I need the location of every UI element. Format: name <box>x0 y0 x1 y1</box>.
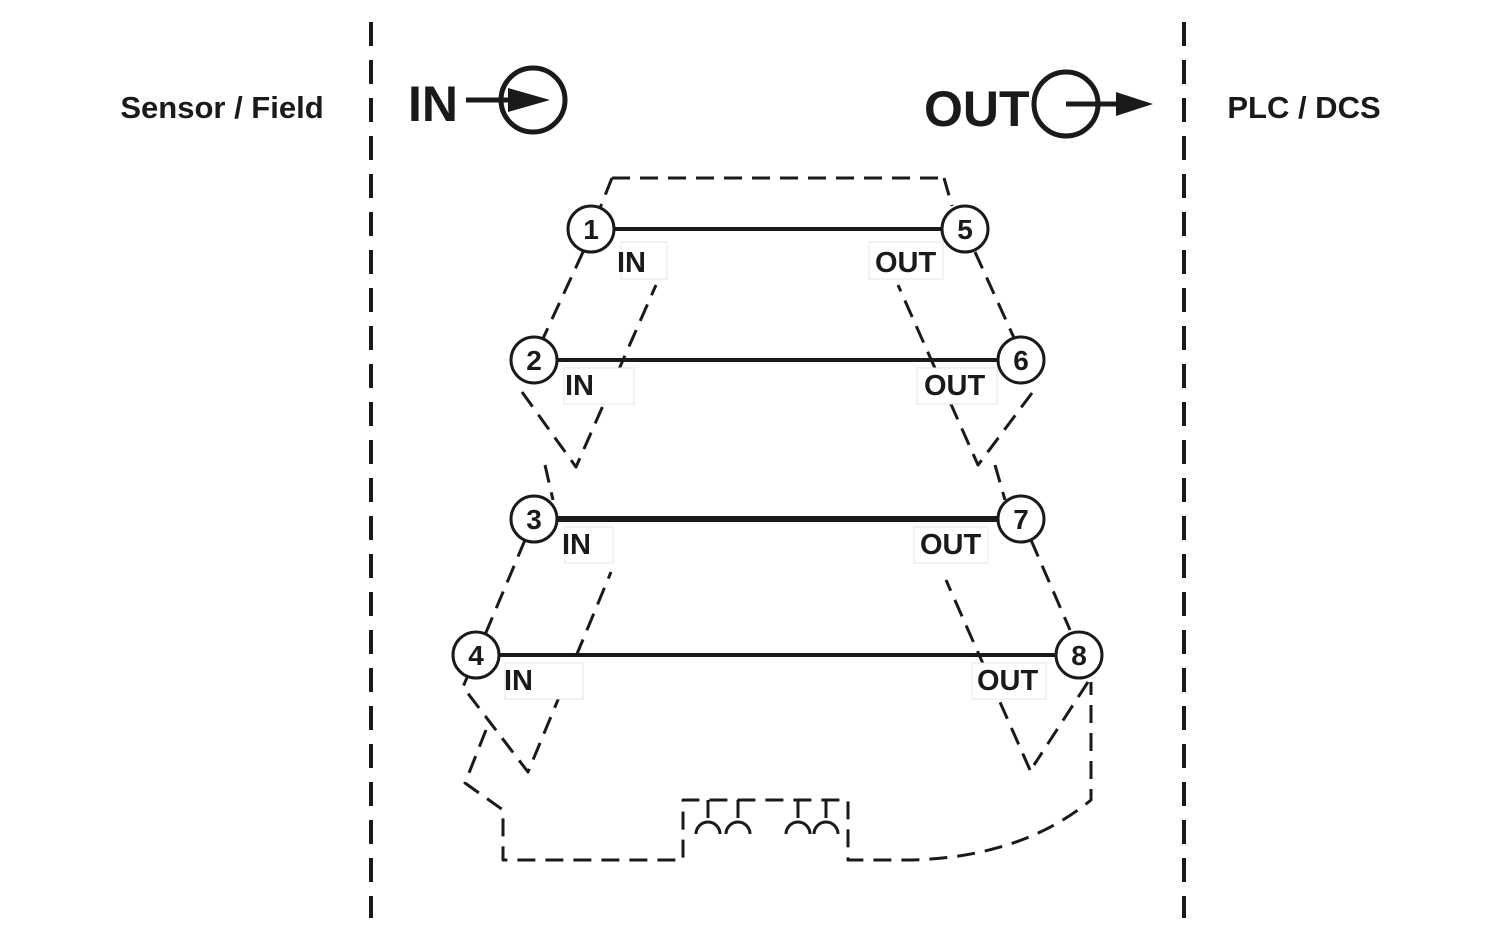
terminal-3: 3 <box>509 494 559 544</box>
terminal-3-label: IN <box>562 529 591 561</box>
terminal-1: 1 <box>566 204 616 254</box>
din-rail-contacts-icon <box>694 800 840 835</box>
terminal-2-label: IN <box>565 370 594 402</box>
terminal-5-label: OUT <box>875 247 937 279</box>
terminal-4-label: IN <box>504 665 533 697</box>
terminal-number: 6 <box>1013 345 1029 376</box>
terminal-number: 8 <box>1071 640 1087 671</box>
terminal-8-label: OUT <box>977 665 1039 697</box>
terminal-8: 8 <box>1054 630 1104 680</box>
in-signal-label: IN <box>408 76 458 132</box>
terminal-5: 5 <box>940 204 990 254</box>
terminal-number: 2 <box>526 345 542 376</box>
sensor-field-label: Sensor / Field <box>120 90 323 125</box>
terminal-7: 7 <box>996 494 1046 544</box>
module-housing-outline <box>461 176 1093 862</box>
input-arrow-icon <box>466 65 568 135</box>
terminal-number: 1 <box>583 214 599 245</box>
plc-dcs-label: PLC / DCS <box>1227 90 1380 125</box>
terminal-6-label: OUT <box>924 370 986 402</box>
terminal-number: 5 <box>957 214 973 245</box>
terminal-4: 4 <box>451 630 501 680</box>
terminal-number: 3 <box>526 504 542 535</box>
output-arrow-icon <box>1031 69 1153 139</box>
out-signal-label: OUT <box>924 81 1030 137</box>
terminal-2: 2 <box>509 335 559 385</box>
terminal-6: 6 <box>996 335 1046 385</box>
terminal-7-label: OUT <box>920 529 982 561</box>
terminal-number: 7 <box>1013 504 1029 535</box>
terminal-number: 4 <box>468 640 484 671</box>
terminal-1-label: IN <box>617 247 646 279</box>
